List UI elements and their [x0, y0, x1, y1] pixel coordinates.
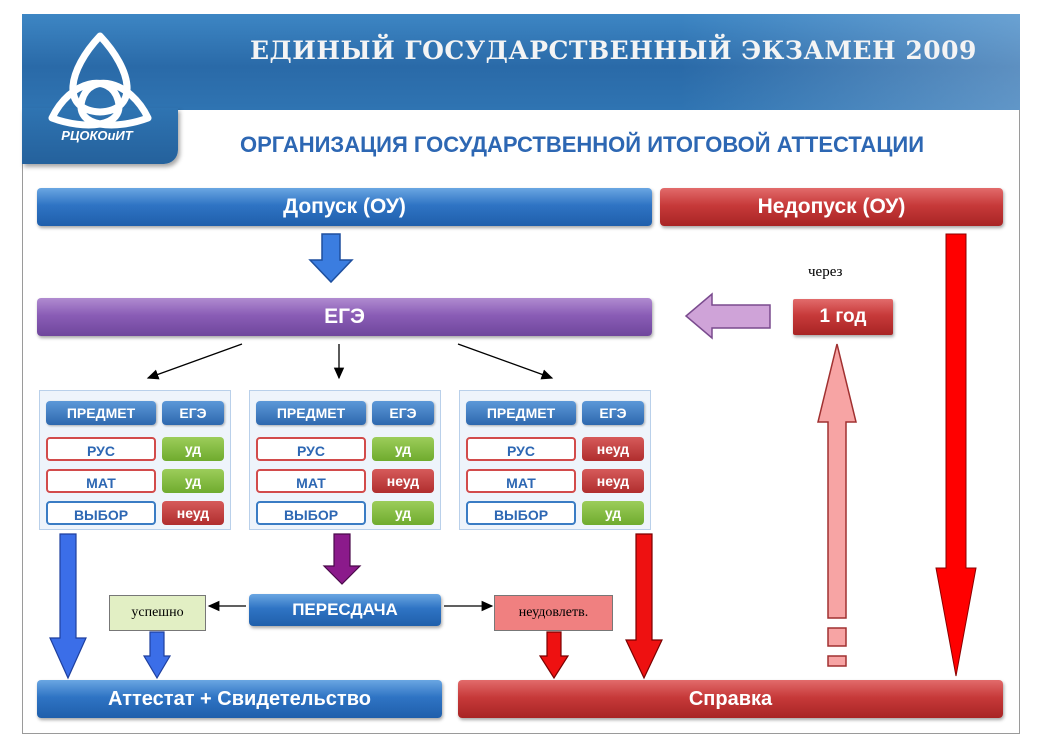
header-banner — [22, 14, 1020, 110]
result-panel-3: ПРЕДМЕТ ЕГЭ РУС неуд МАТ неуд ВЫБОР уд — [459, 390, 651, 530]
subject-cell: ВЫБОР — [466, 501, 576, 525]
through-label: через — [808, 264, 843, 280]
page-subtitle: ОРГАНИЗАЦИЯ ГОСУДАРСТВЕННОЙ ИТОГОВОЙ АТТ… — [239, 132, 925, 157]
reference-bar: Справка — [458, 680, 1003, 718]
result-panel-1: ПРЕДМЕТ ЕГЭ РУС уд МАТ уд ВЫБОР неуд — [39, 390, 231, 530]
exam-header: ЕГЭ — [372, 401, 434, 425]
subject-cell: МАТ — [466, 469, 576, 493]
success-note: успешно — [109, 595, 206, 631]
result-cell: неуд — [162, 501, 224, 525]
logo-text: РЦОКОиИТ — [61, 128, 133, 143]
result-panel-2: ПРЕДМЕТ ЕГЭ РУС уд МАТ неуд ВЫБОР уд — [249, 390, 441, 530]
result-cell: неуд — [372, 469, 434, 493]
subject-cell: ВЫБОР — [46, 501, 156, 525]
header-title: ЕДИНЫЙ ГОСУДАРСТВЕННЫЙ ЭКЗАМЕН 2009 — [250, 36, 977, 65]
exam-header: ЕГЭ — [162, 401, 224, 425]
not-admit-bar: Недопуск (ОУ) — [660, 188, 1003, 226]
result-cell: уд — [372, 501, 434, 525]
subject-cell: РУС — [46, 437, 156, 461]
result-cell: неуд — [582, 469, 644, 493]
subject-cell: РУС — [256, 437, 366, 461]
result-cell: уд — [372, 437, 434, 461]
result-cell: уд — [162, 437, 224, 461]
result-cell: неуд — [582, 437, 644, 461]
subject-cell: ВЫБОР — [256, 501, 366, 525]
result-cell: уд — [162, 469, 224, 493]
exam-header: ЕГЭ — [582, 401, 644, 425]
admit-bar: Допуск (ОУ) — [37, 188, 652, 226]
subject-cell: МАТ — [256, 469, 366, 493]
header-city-image — [680, 14, 1020, 110]
ege-bar: ЕГЭ — [37, 298, 652, 336]
certificate-bar: Аттестат + Свидетельство — [37, 680, 442, 718]
subject-header: ПРЕДМЕТ — [46, 401, 156, 425]
fail-note: неудовлетв. — [494, 595, 613, 631]
one-year-box: 1 год — [793, 299, 893, 335]
retake-bar: ПЕРЕСДАЧА — [249, 594, 441, 626]
subject-header: ПРЕДМЕТ — [256, 401, 366, 425]
result-cell: уд — [582, 501, 644, 525]
subject-cell: РУС — [466, 437, 576, 461]
subject-cell: МАТ — [46, 469, 156, 493]
subject-header: ПРЕДМЕТ — [466, 401, 576, 425]
